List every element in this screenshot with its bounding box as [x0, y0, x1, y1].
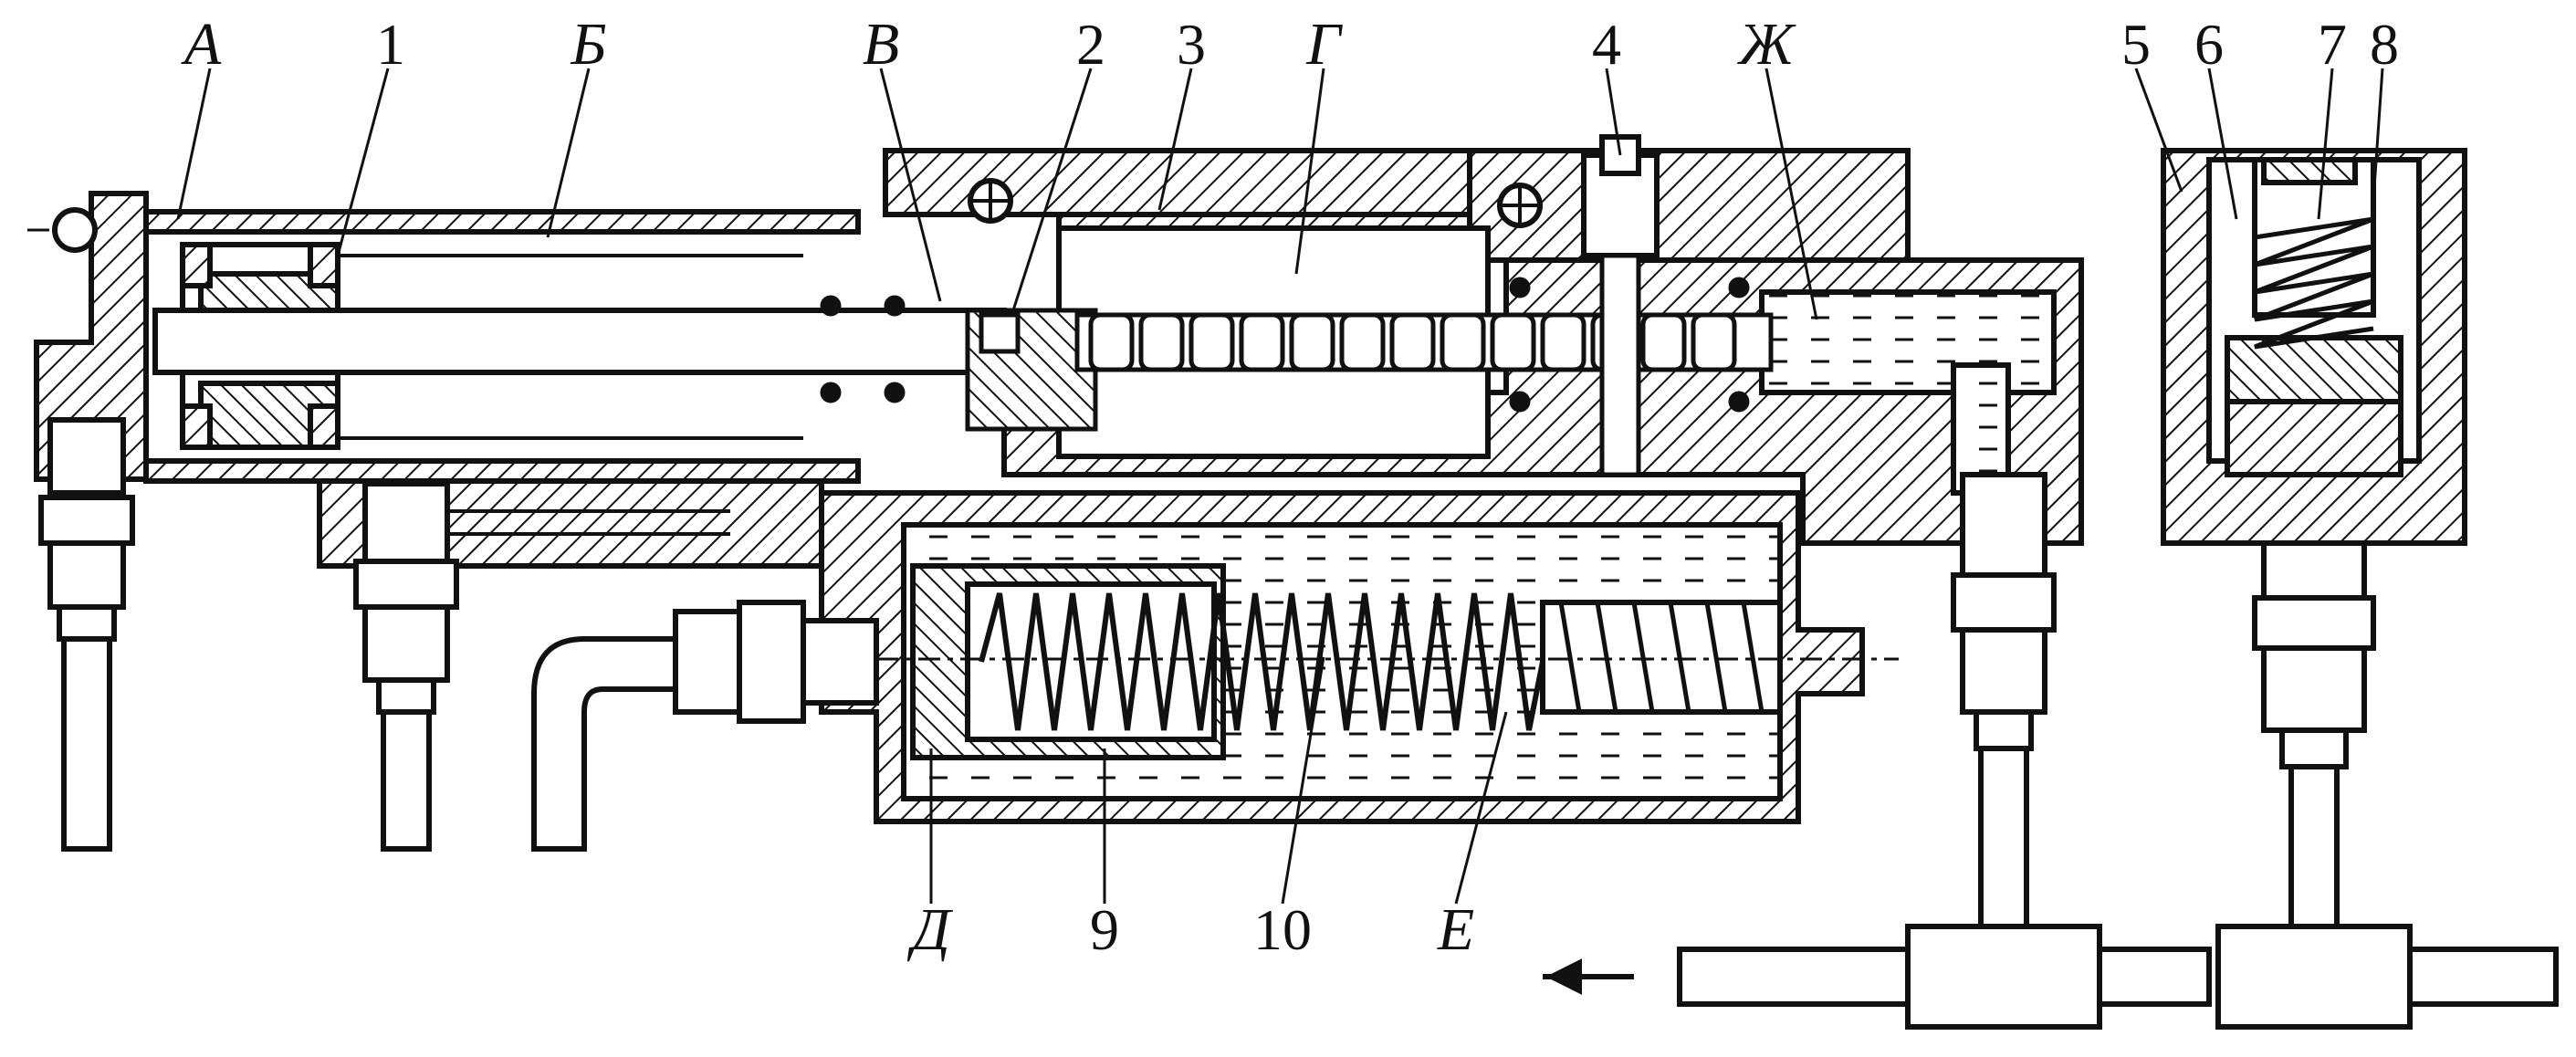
- label-2: 2: [1076, 12, 1105, 77]
- label-10: 10: [1253, 897, 1312, 962]
- label-A: А: [181, 11, 222, 78]
- label-8: 8: [2370, 12, 2399, 77]
- main-housing: [883, 134, 2084, 546]
- spring: [979, 592, 1545, 731]
- left-cylinder: [27, 191, 1007, 569]
- label-1: 1: [376, 12, 405, 77]
- label-3: 3: [1177, 12, 1206, 77]
- label-V: В: [863, 11, 899, 78]
- label-7: 7: [2318, 12, 2347, 77]
- label-E: Е: [1437, 896, 1474, 963]
- label-4: 4: [1592, 12, 1621, 77]
- label-Zh: Ж: [1737, 11, 1796, 78]
- fittings: [38, 417, 2212, 1030]
- labels: А 1 Б В 2 3 Г 4 Ж 5 6 7 8 Д 9 10 Е: [181, 11, 2399, 963]
- spring-cylinder: [819, 490, 1899, 824]
- label-B: Б: [571, 11, 607, 78]
- check-valve: [2161, 148, 2559, 1030]
- label-G: Г: [1305, 11, 1343, 78]
- label-5: 5: [2121, 12, 2151, 77]
- spool-valve: [820, 253, 1774, 477]
- label-9: 9: [1090, 897, 1119, 962]
- label-6: 6: [2194, 12, 2224, 77]
- leader-lines: [176, 68, 2384, 905]
- label-D: Д: [906, 896, 953, 963]
